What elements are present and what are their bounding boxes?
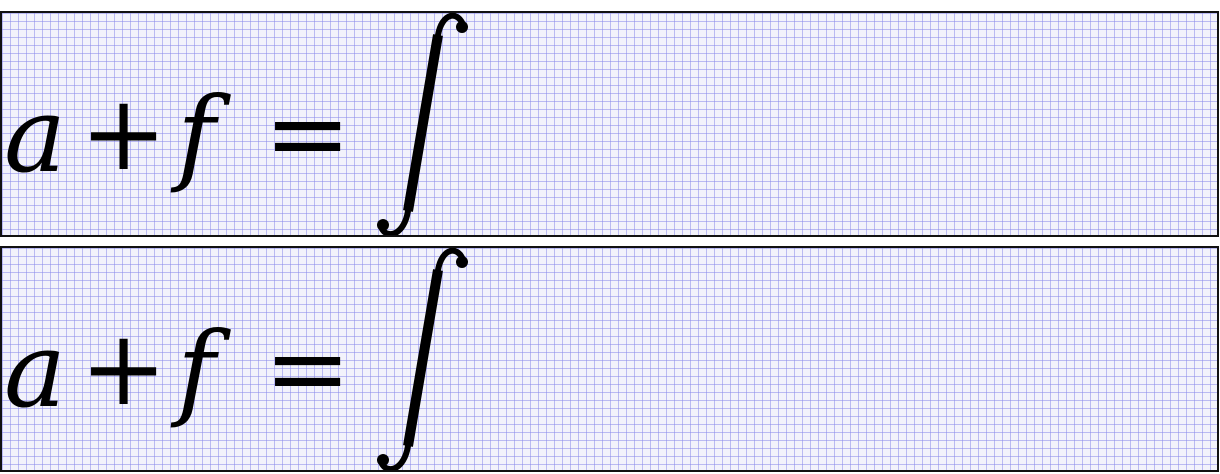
variable-a: a <box>4 309 67 431</box>
plus-sign: + <box>80 72 168 194</box>
plus-sign: + <box>80 307 168 429</box>
equals-sign: = <box>264 307 352 429</box>
equation-panel-bottom: a + f = <box>0 246 1219 472</box>
equals-sign: = <box>264 72 352 194</box>
variable-f: f <box>177 309 216 431</box>
integral-sign <box>377 13 468 235</box>
equation-panel-top: a + f = <box>0 11 1219 237</box>
variable-f: f <box>177 74 216 196</box>
variable-a: a <box>4 74 67 196</box>
integral-sign <box>377 248 468 470</box>
